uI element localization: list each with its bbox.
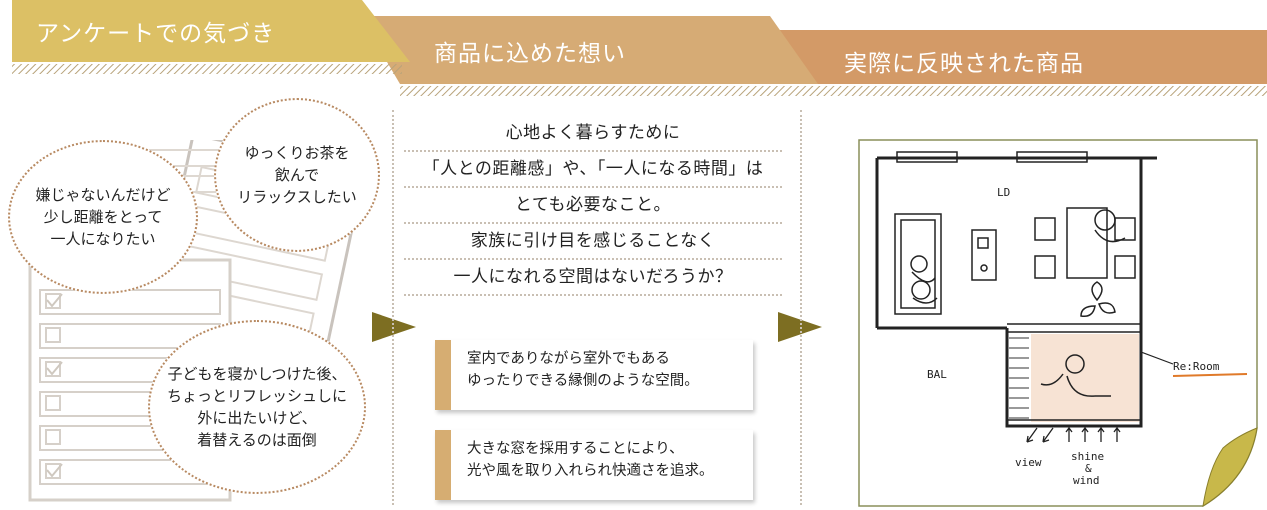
wind-label: wind (1073, 474, 1100, 487)
bubble-tea-line3: リラックスしたい (237, 188, 357, 206)
feature-card: 室内でありながら室外でもある ゆったりできる縁側のような空間。 (435, 340, 753, 410)
floor-plan-sketch: LD BAL Re:Room view shine & wind (858, 139, 1258, 507)
ld-label: LD (997, 186, 1010, 199)
bubble-refresh-line2: ちょっとリフレッシュしに (166, 387, 347, 405)
bubble-refresh: 子どもを寝かしつけた後、 ちょっとリフレッシュしに 外に出たいけど、 着替えるの… (148, 320, 366, 494)
feature-card: 大きな窓を採用することにより、 光や風を取り入れられ快適さを追求。 (435, 430, 753, 500)
divider-right (800, 110, 802, 505)
side-table-icon (971, 229, 997, 281)
header-banner: アンケートでの気づき 商品に込めた想い 実際に反映された商品 (0, 0, 1267, 96)
card-text-line: 光や風を取り入れられ快適さを追求。 (467, 463, 714, 479)
bubble-refresh-line1: 子どもを寝かしつけた後、 (167, 365, 347, 383)
bubble-distance-line2: 少し距離をとって (43, 208, 163, 226)
concept-text: 心地よく暮らすために 「人との距離感」や、「一人になる時間」は とても必要なこと… (404, 116, 782, 296)
reroom-floor (1031, 334, 1139, 422)
bubble-distance-line3: 一人になりたい (50, 230, 156, 248)
step2-banner (360, 16, 818, 84)
bubble-refresh-line4: 着替えるのは面倒 (197, 431, 317, 449)
bubble-tea-line1: ゆっくりお茶を (244, 144, 350, 162)
page-curl (1202, 427, 1258, 507)
step1-banner (12, 0, 410, 62)
arrow-right-icon (372, 312, 416, 342)
concept-line: 一人になれる空間はないだろうか？ (404, 260, 782, 296)
shine-wind-arrows-icon (1065, 426, 1121, 442)
card-accent-bar (435, 340, 451, 410)
person-icon (1040, 354, 1111, 397)
view-arrows-icon (1026, 427, 1054, 443)
amp-label: & (1085, 462, 1092, 475)
step2-title: 商品に込めた想い (434, 41, 626, 67)
shine-label: shine (1071, 450, 1104, 463)
paper-sheet (858, 139, 1258, 507)
dining-table-icon (1034, 207, 1136, 279)
header-shapes (12, 0, 1267, 96)
bubble-distance: 嫌じゃないんだけど 少し距離をとって 一人になりたい (8, 140, 198, 294)
bal-label: BAL (927, 368, 947, 381)
person-icon (910, 255, 938, 304)
view-label: view (1015, 456, 1042, 469)
concept-line: 心地よく暮らすために (404, 116, 782, 152)
card-text-line: 大きな窓を採用することにより、 (467, 441, 684, 457)
divider-left (392, 110, 394, 505)
concept-line: とても必要なこと。 (404, 188, 782, 224)
step1-title: アンケートでの気づき (36, 21, 276, 47)
bubble-tea: ゆっくりお茶を 飲んで リラックスしたい (214, 98, 380, 252)
step3-title: 実際に反映された商品 (844, 51, 1084, 77)
concept-line: 「人との距離感」や、「一人になる時間」は (404, 152, 782, 188)
card-text-line: 室内でありながら室外でもある (467, 351, 670, 367)
card-accent-bar (435, 430, 451, 500)
reroom-label: Re:Room (1173, 360, 1220, 373)
card-text-line: ゆったりできる縁側のような空間。 (467, 373, 699, 389)
bubble-refresh-line3: 外に出たいけど、 (197, 409, 317, 427)
bubble-distance-line1: 嫌じゃないんだけど (35, 186, 171, 204)
bubble-tea-line2: 飲んで (274, 166, 320, 184)
step3-banner (760, 30, 1267, 84)
concept-line: 家族に引け目を感じることなく (404, 224, 782, 260)
sofa-icon (894, 213, 942, 315)
plant-icon (1080, 281, 1116, 318)
